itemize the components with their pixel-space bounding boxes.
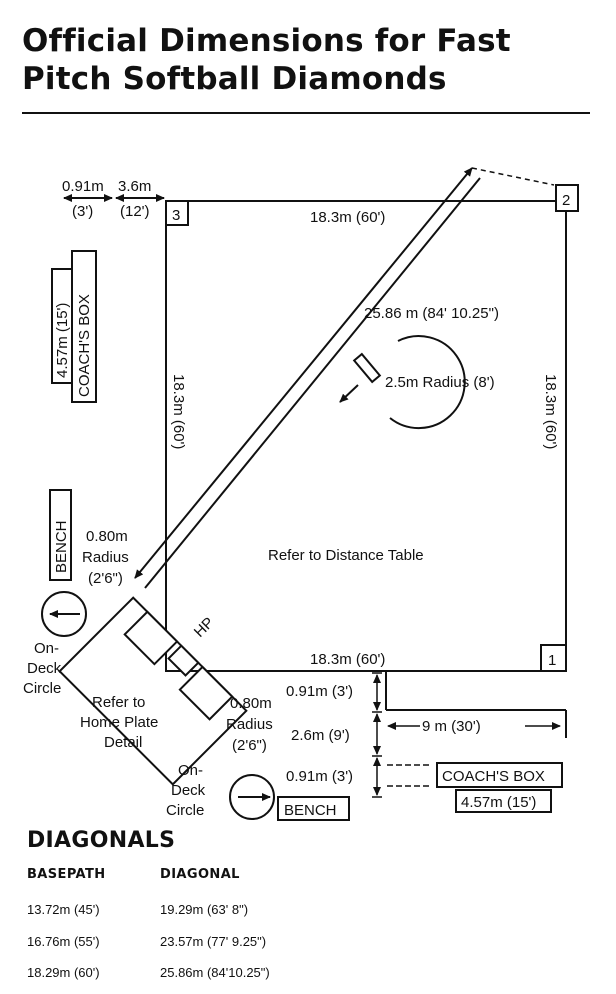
on-deck-left-line3: Circle	[23, 680, 61, 697]
dim-091b-label: 0.91m (3')	[286, 768, 353, 785]
base-1-box	[540, 644, 567, 672]
row-3-diagonal: 25.86m (84'10.25")	[160, 965, 270, 980]
coach-box-left-outer	[71, 250, 97, 403]
coach-box-left-title: COACH'S BOX	[76, 294, 93, 397]
bench-left-box	[49, 489, 72, 581]
title-line-1: Official Dimensions for Fast	[22, 23, 511, 59]
pitching-circle	[389, 335, 466, 429]
radius-left-line3: (2'6")	[88, 570, 123, 587]
radius-label: 2.5m Radius (8')	[385, 374, 495, 391]
on-deck-right-line2: Deck	[171, 782, 206, 799]
bench-right-box	[277, 796, 350, 821]
row-3-basepath: 18.29m (60')	[27, 965, 100, 980]
col-header-diagonal: DIAGONAL	[160, 867, 240, 882]
base-2-label: 2	[562, 192, 570, 209]
on-deck-right-line1: On-	[178, 762, 203, 779]
diagonal-line-b	[144, 177, 481, 589]
on-deck-circle-right	[229, 774, 275, 820]
home-plate-area	[58, 596, 248, 786]
col-header-basepath: BASEPATH	[27, 867, 106, 882]
row-2-diagonal: 23.57m (77' 9.25")	[160, 934, 267, 949]
home-plate-label: HP	[191, 614, 218, 641]
base-3-label: 3	[172, 207, 180, 224]
radius-left-line2: Radius	[82, 549, 129, 566]
dashed-line-top	[471, 167, 555, 186]
dim-26-label: 2.6m (9')	[291, 727, 350, 744]
top-dim-091-ft-label: (3')	[72, 203, 93, 220]
hp-detail-line3: Detail	[104, 734, 142, 751]
top-dim-36-ft-label: (12')	[120, 203, 150, 220]
bench-right-label: BENCH	[284, 802, 337, 819]
hp-detail-line2: Home Plate	[80, 714, 158, 731]
diagonal-line-a	[134, 167, 473, 579]
radius-right-line1: 0.80m	[230, 695, 272, 712]
radius-right-line3: (2'6")	[232, 737, 267, 754]
on-deck-circle-left	[41, 591, 87, 637]
dim-9m-label: 9 m (30')	[422, 718, 481, 735]
diagonals-heading: DIAGONALS	[27, 828, 176, 853]
base-2-box	[555, 184, 579, 212]
radius-right-line2: Radius	[226, 716, 273, 733]
coach-box-right-length: 4.57m (15')	[461, 794, 536, 811]
on-deck-left-line2: Deck	[27, 660, 62, 677]
diagonal-length-label: 25.86 m (84' 10.25")	[364, 305, 499, 322]
on-deck-right-line3: Circle	[166, 802, 204, 819]
row-1-basepath: 13.72m (45')	[27, 902, 100, 917]
base-1-label: 1	[548, 652, 556, 669]
infield-square	[165, 200, 567, 672]
row-1-diagonal: 19.29m (63' 8")	[160, 902, 249, 917]
top-dim-36-label: 3.6m	[118, 178, 151, 195]
bottom-side-label: 18.3m (60')	[310, 651, 385, 668]
coach-box-right-title: COACH'S BOX	[442, 768, 545, 785]
page-title: Official Dimensions for Fast Pitch Softb…	[22, 22, 592, 98]
hp-detail-line1: Refer to	[92, 694, 145, 711]
title-line-2: Pitch Softball Diamonds	[22, 61, 447, 97]
coach-box-left-length: 4.57m (15')	[54, 303, 71, 378]
on-deck-left-line1: On-	[34, 640, 59, 657]
row-2-basepath: 16.76m (55')	[27, 934, 100, 949]
radius-arrow	[339, 384, 359, 403]
dim-091a-label: 0.91m (3')	[286, 683, 353, 700]
title-divider	[22, 112, 590, 114]
top-dim-091-label: 0.91m	[62, 178, 104, 195]
coach-box-right-outer	[436, 762, 563, 788]
pitching-rubber	[352, 352, 382, 384]
radius-left-line1: 0.80m	[86, 528, 128, 545]
right-side-label: 18.3m (60')	[542, 374, 559, 449]
bench-left-label: BENCH	[53, 520, 70, 573]
top-side-label: 18.3m (60')	[310, 209, 385, 226]
left-side-label: 18.3m (60')	[170, 374, 187, 449]
coach-box-right-inner	[455, 789, 552, 813]
center-label: Refer to Distance Table	[268, 547, 424, 564]
